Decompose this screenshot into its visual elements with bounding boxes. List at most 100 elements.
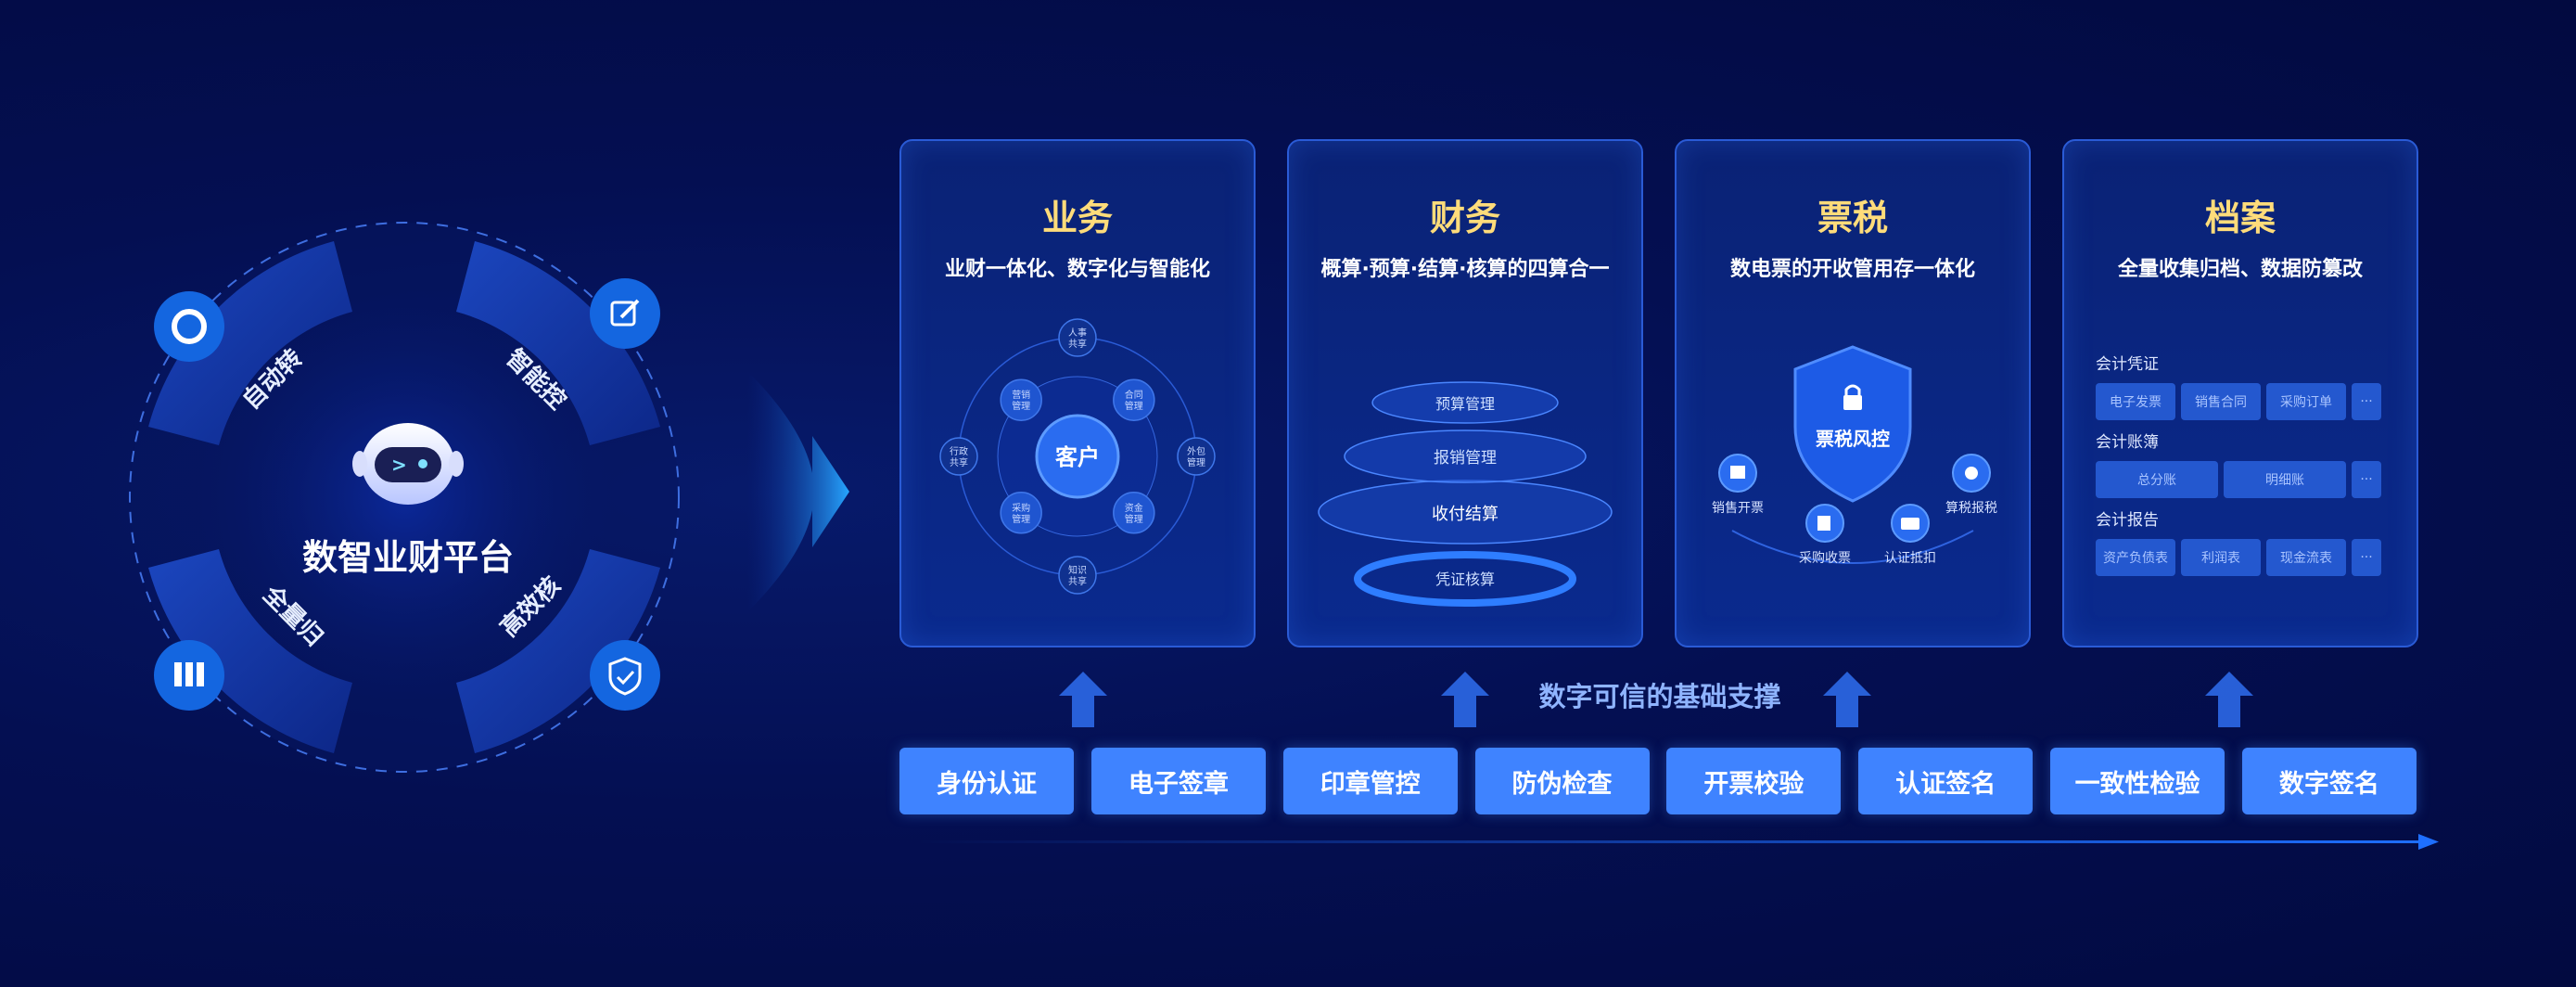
- archive-group-reports: 会计报告 资产负债表 利润表 现金流表 ···: [2096, 506, 2381, 576]
- archive-chip: 资产负债表: [2096, 539, 2175, 576]
- panel-title: 财务: [1429, 198, 1500, 238]
- business-node-label: 资金: [1125, 502, 1143, 514]
- shield-check-icon: [590, 640, 660, 711]
- segment-arc-4: [456, 549, 660, 753]
- panel-archive: 档案 全量收集归档、数据防篡改 会计凭证 电子发票 销售合同 采购订单 ··· …: [2062, 139, 2418, 647]
- layer-label: 预算管理: [1435, 395, 1495, 413]
- panel-business: 业务 业财一体化、数字化与智能化 客户 人事共享合同管理外包管理资金管理知识共享…: [899, 139, 1256, 647]
- edit-icon: [590, 278, 660, 349]
- layer-disc: [1371, 381, 1559, 424]
- segment-arc-3: [148, 549, 352, 753]
- layer-ring: [1354, 551, 1576, 607]
- archive-chip: 利润表: [2181, 539, 2261, 576]
- shield-icon: [1793, 345, 1912, 503]
- business-node-label: 管理: [1125, 400, 1143, 412]
- foundation-item-digital-sign: 数字签名: [2241, 748, 2417, 814]
- archive-icon: [154, 640, 224, 711]
- shield-label: 票税风控: [1816, 428, 1890, 450]
- receipt-icon: [1805, 504, 1844, 543]
- foundation-item-e-seal: 电子签章: [1090, 748, 1266, 814]
- foundation-item-identity: 身份认证: [899, 748, 1074, 814]
- panel-title: 业务: [1041, 198, 1113, 238]
- foundation-item-invoice-check: 开票校验: [1666, 748, 1842, 814]
- foundation-row: 身份认证 电子签章 印章管控 防伪检查 开票校验 认证签名 一致性检验 数字签名: [899, 748, 2417, 814]
- layer-label: 报销管理: [1434, 449, 1497, 468]
- panel-title: 票税: [1817, 198, 1888, 238]
- business-node-label: 人事: [1068, 327, 1087, 339]
- tax-item-label: 销售开票: [1712, 501, 1764, 516]
- up-arrow-icon: [1059, 672, 1107, 727]
- business-node-label: 管理: [1187, 456, 1205, 468]
- up-arrow-icon: [2205, 672, 2253, 727]
- business-node-label: 采购: [1012, 502, 1030, 514]
- tax-diagram: 票税风控 销售开票 采购收票 认证抵扣 算税报税: [1712, 345, 1997, 566]
- up-arrow-icon: [1441, 672, 1489, 727]
- layer-label: 凭证核算: [1435, 570, 1495, 588]
- layer-disc: [1344, 429, 1587, 483]
- layer-label: 收付结算: [1432, 505, 1498, 524]
- archive-chip: 总分账: [2096, 461, 2218, 498]
- timeline-arrow: [918, 834, 2439, 850]
- business-node-label: 知识: [1068, 564, 1087, 576]
- up-arrow-icon: [1823, 672, 1871, 727]
- panel-title: 档案: [2204, 198, 2276, 238]
- business-node-label: 共享: [1068, 575, 1087, 587]
- archive-chip: ···: [2352, 383, 2381, 420]
- business-node-label: 共享: [1068, 338, 1087, 350]
- business-node-label: 外包: [1187, 445, 1205, 457]
- flow-arrow-icon: [747, 371, 849, 612]
- business-node-label: 共享: [950, 456, 968, 468]
- platform-ring: 自动转 智能控 全量归 高效核 > 数智业财平台: [129, 222, 680, 773]
- panel-subtitle: 业财一体化、数字化与智能化: [944, 258, 1210, 281]
- lifebuoy-icon: [154, 291, 224, 362]
- tax-item-label: 算税报税: [1945, 501, 1997, 516]
- archive-group-ledgers: 会计账簿 总分账 明细账 ···: [2096, 429, 2381, 498]
- archive-chip: ···: [2352, 539, 2381, 576]
- foundation-item-cert-sign: 认证签名: [1858, 748, 2034, 814]
- robot-icon: >: [352, 423, 464, 505]
- foundation-item-consistency: 一致性检验: [2050, 748, 2225, 814]
- archive-chip: 电子发票: [2096, 383, 2175, 420]
- foundation-item-seal-control: 印章管控: [1282, 748, 1458, 814]
- segment-arc-1: [148, 241, 352, 445]
- platform-name: 数智业财平台: [302, 537, 514, 578]
- center-node: 客户: [1055, 444, 1100, 470]
- calculator-icon: [1952, 454, 1991, 493]
- business-node-label: 行政: [950, 445, 968, 457]
- business-node-label: 营销: [1012, 389, 1030, 401]
- invoice-icon: [1718, 454, 1757, 493]
- tax-item-label: 认证抵扣: [1884, 551, 1936, 566]
- archive-chip: 现金流表: [2266, 539, 2346, 576]
- panel-subtitle: 概算·预算·结算·核算的四算合一: [1320, 258, 1610, 281]
- tax-item-label: 采购收票: [1799, 551, 1851, 566]
- foundation-item-anti-fake: 防伪检查: [1474, 748, 1650, 814]
- finance-layers: 预算管理 报销管理 收付结算 凭证核算: [1318, 381, 1613, 607]
- segment-arc-2: [456, 241, 660, 445]
- foundation-title: 数字可信的基础支撑: [1538, 681, 1781, 712]
- archive-chip: 明细账: [2224, 461, 2346, 498]
- archive-group-label: 会计账簿: [2096, 433, 2159, 452]
- business-node-label: 合同: [1125, 389, 1143, 401]
- archive-chip: 采购订单: [2266, 383, 2346, 420]
- archive-group-vouchers: 会计凭证 电子发票 销售合同 采购订单 ···: [2096, 351, 2381, 420]
- business-node-label: 管理: [1125, 513, 1143, 525]
- business-node-label: 管理: [1012, 400, 1030, 412]
- panel-finance: 财务 概算·预算·结算·核算的四算合一 预算管理 报销管理 收付结算 凭证核算: [1287, 139, 1643, 647]
- svg-text:>: >: [391, 454, 407, 476]
- archive-chip: 销售合同: [2181, 383, 2261, 420]
- archive-group-label: 会计凭证: [2096, 355, 2159, 374]
- card-icon: [1891, 504, 1930, 543]
- business-node-label: 管理: [1012, 513, 1030, 525]
- archive-chip: ···: [2352, 461, 2381, 498]
- archive-group-label: 会计报告: [2096, 511, 2159, 530]
